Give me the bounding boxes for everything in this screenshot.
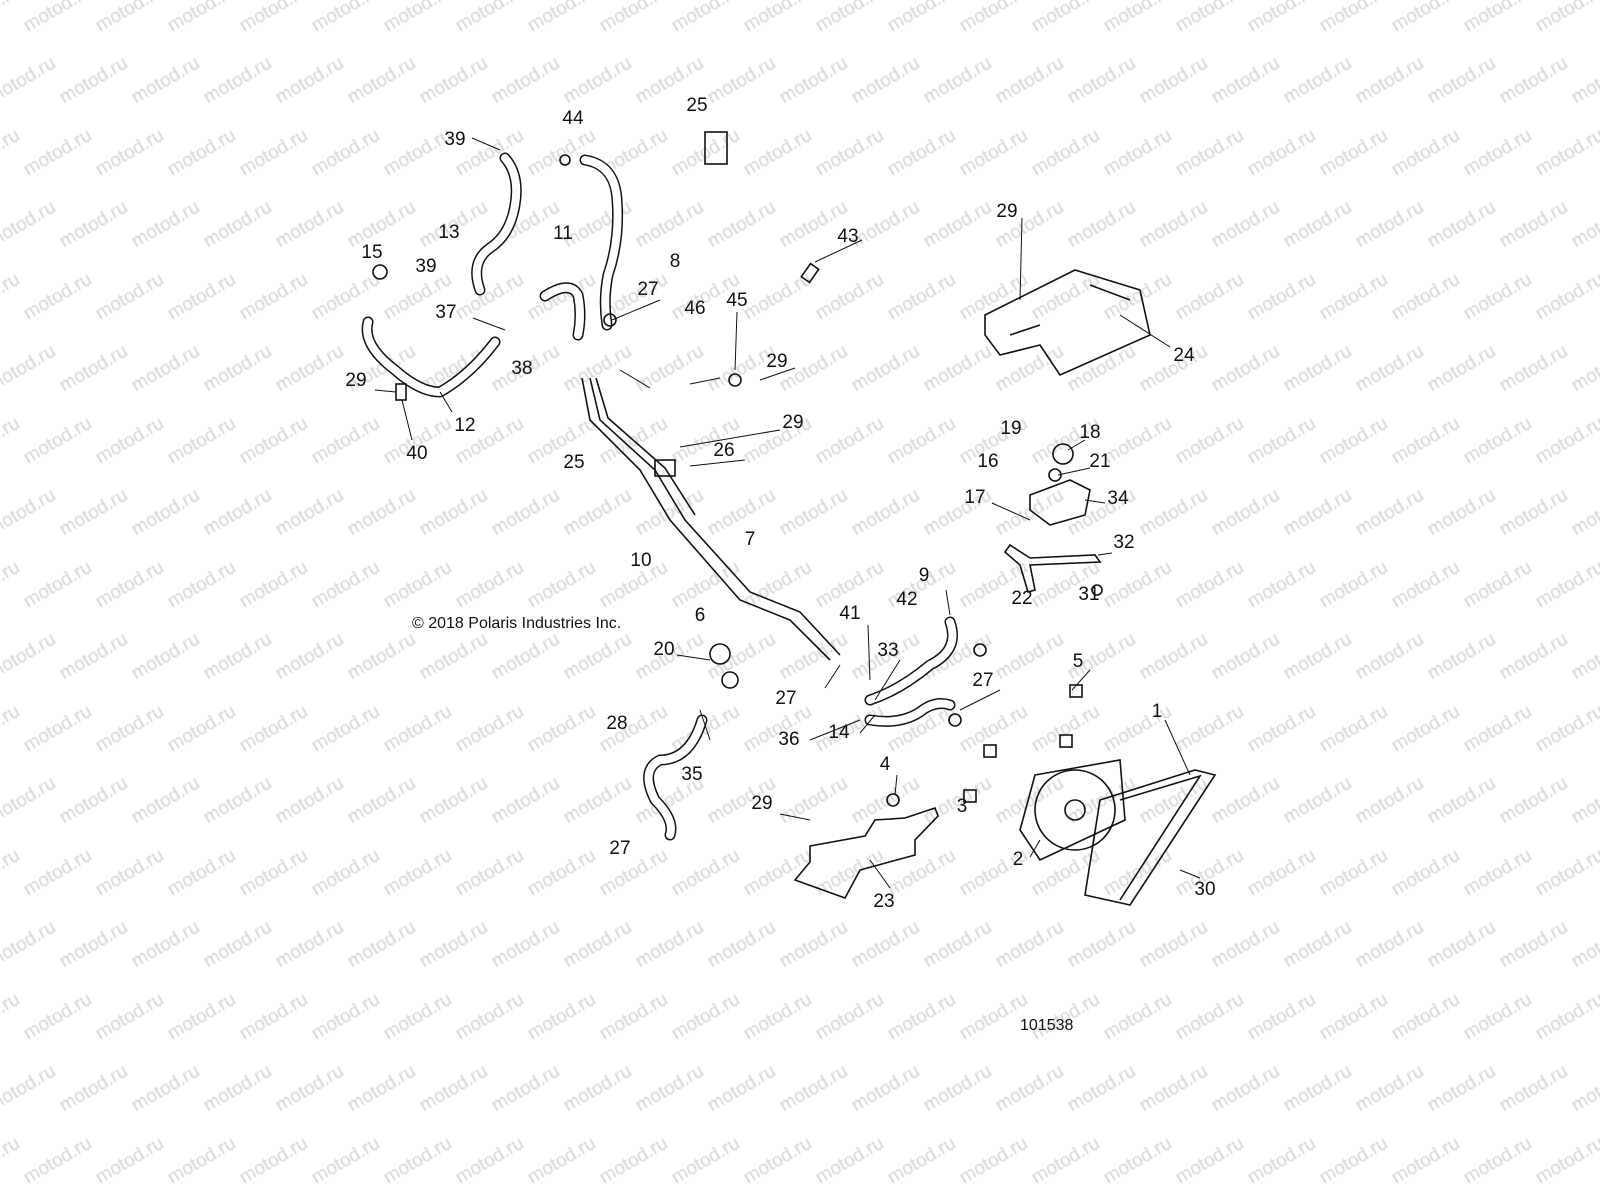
callout-27: 27	[775, 688, 796, 709]
radiator-1	[1084, 769, 1217, 906]
callout-20: 20	[653, 639, 674, 660]
gasket-21	[1048, 468, 1062, 482]
callout-45: 45	[726, 290, 747, 311]
fan-shroud-2	[1019, 759, 1126, 862]
tube-32	[1003, 543, 1102, 593]
callout-38: 38	[511, 358, 532, 379]
fasteners	[372, 154, 1103, 807]
callout-27: 27	[637, 279, 658, 300]
callout-15: 15	[361, 242, 382, 263]
callout-5: 5	[1073, 651, 1084, 672]
callout-1: 1	[1152, 701, 1163, 722]
cap-18	[1052, 443, 1074, 465]
callout-29: 29	[345, 370, 366, 391]
callout-12: 12	[454, 415, 475, 436]
hose-14	[864, 698, 956, 727]
callout-41: 41	[839, 603, 860, 624]
callout-14: 14	[828, 722, 850, 743]
callout-11: 11	[553, 223, 573, 244]
callout-32: 32	[1113, 532, 1134, 553]
callout-46: 46	[684, 298, 705, 319]
reservoir-16	[1029, 479, 1091, 526]
callout-16: 16	[977, 451, 998, 472]
callout-25: 25	[563, 452, 584, 473]
callout-27: 27	[609, 838, 630, 859]
callout-42: 42	[896, 589, 917, 610]
hose-13	[471, 152, 522, 296]
bracket-24	[984, 269, 1151, 377]
callout-29: 29	[751, 793, 772, 814]
callout-23: 23	[873, 891, 894, 912]
callout-8: 8	[670, 251, 681, 272]
leader-lines	[374, 137, 1201, 889]
callout-2: 2	[1013, 849, 1024, 870]
label-25-box	[704, 131, 728, 165]
callout-36: 36	[778, 729, 799, 750]
callout-3: 3	[957, 796, 968, 817]
callout-39: 39	[415, 256, 436, 277]
callout-29: 29	[766, 351, 787, 372]
callout-30: 30	[1194, 879, 1215, 900]
callout-31: 31	[1078, 584, 1099, 605]
callout-13: 13	[438, 222, 459, 243]
hose-11	[539, 282, 586, 341]
callout-26: 26	[713, 440, 734, 461]
callout-25: 25	[686, 95, 707, 116]
callout-17: 17	[964, 487, 985, 508]
callout-29: 29	[996, 201, 1017, 222]
callout-39: 39	[444, 129, 465, 150]
callout-43: 43	[837, 226, 858, 247]
callout-28: 28	[606, 713, 627, 734]
callout-35: 35	[681, 764, 702, 785]
callout-18: 18	[1079, 422, 1100, 443]
callout-34: 34	[1107, 488, 1129, 509]
tube-7-10	[581, 377, 841, 661]
callout-6: 6	[695, 605, 706, 626]
callout-44: 44	[562, 108, 584, 129]
callout-33: 33	[877, 640, 898, 661]
callout-10: 10	[630, 550, 651, 571]
callout-21: 21	[1089, 451, 1110, 472]
callout-27: 27	[972, 670, 993, 691]
bracket-23	[793, 806, 939, 899]
diagram-number: 101538	[1020, 1017, 1073, 1034]
hose-28	[643, 714, 708, 841]
callout-22: 22	[1011, 588, 1032, 609]
callout-7: 7	[745, 529, 756, 550]
callout-37: 37	[435, 302, 456, 323]
hose-8	[579, 154, 624, 331]
callout-19: 19	[1000, 418, 1021, 439]
callout-40: 40	[406, 443, 427, 464]
callout-9: 9	[919, 565, 930, 586]
copyright-text: © 2018 Polaris Industries Inc.	[412, 615, 621, 632]
callout-24: 24	[1173, 345, 1195, 366]
hose-12	[361, 316, 501, 398]
callout-4: 4	[880, 754, 891, 775]
hose-42	[864, 616, 958, 706]
callout-29: 29	[782, 412, 803, 433]
